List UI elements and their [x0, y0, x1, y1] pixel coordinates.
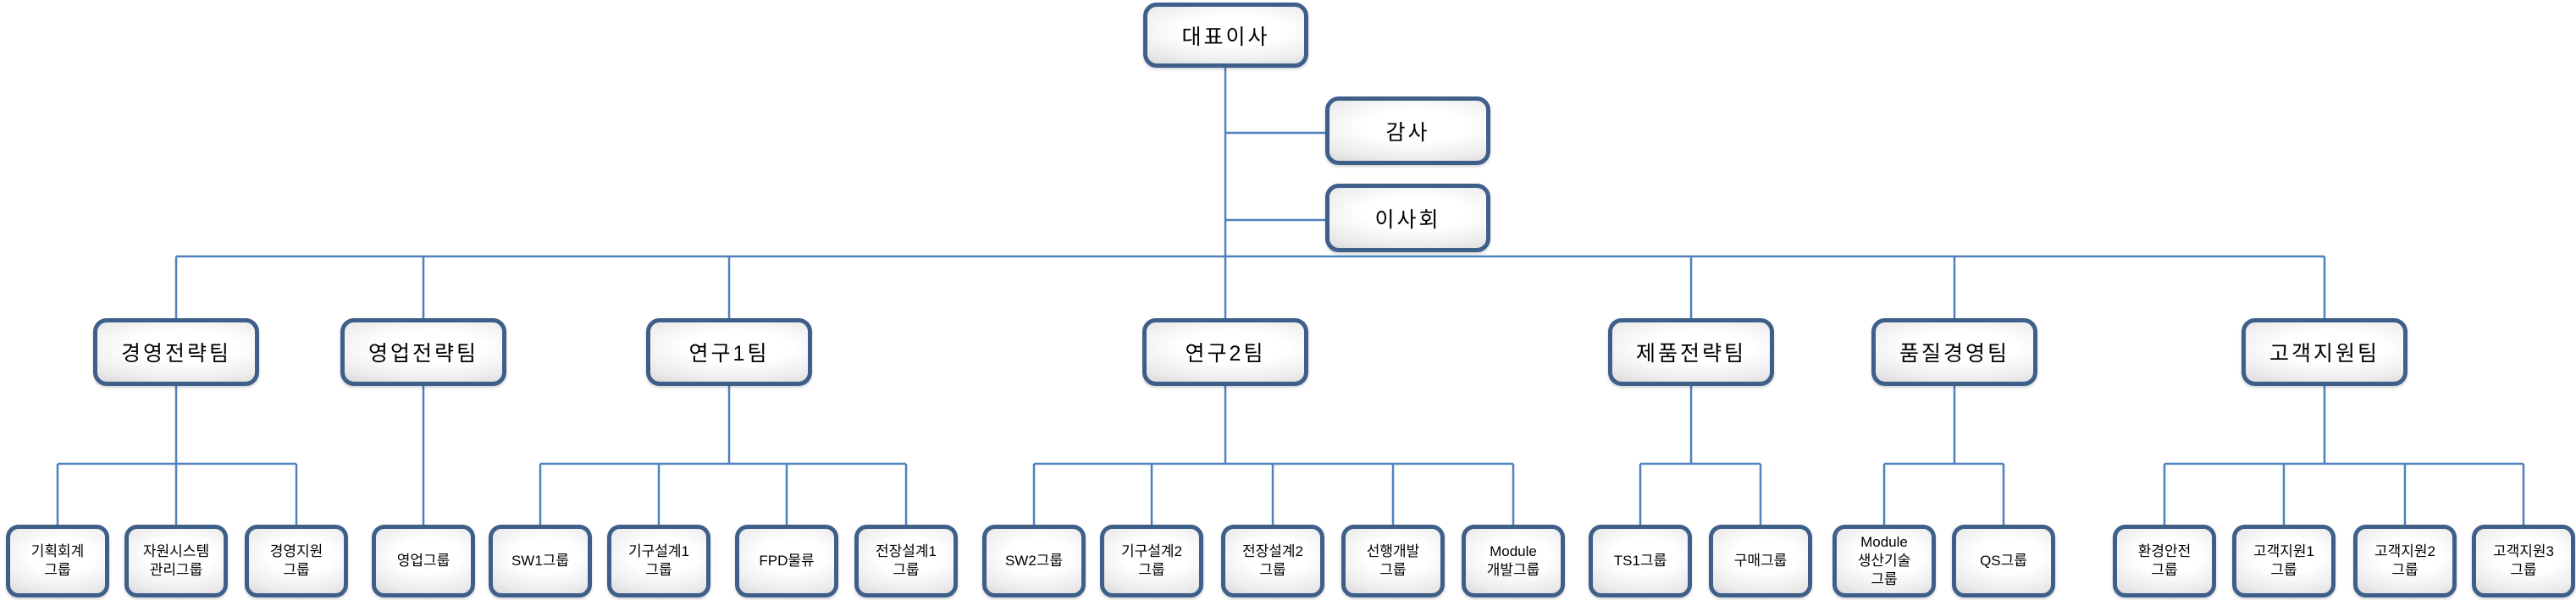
group-node-module-dev: Module 개발그룹 [1462, 525, 1565, 597]
group-label: SW2그룹 [1004, 552, 1064, 569]
group-node-customer-support-1: 고객지원1 그룹 [2232, 525, 2336, 597]
team-node-research-2: 연구2팀 [1142, 318, 1308, 386]
group-node-sw2: SW2그룹 [982, 525, 1086, 597]
group-label: FPD물류 [759, 552, 815, 569]
group-node-purchasing: 구매그룹 [1709, 525, 1812, 597]
group-node-advanced-dev: 선행개발 그룹 [1341, 525, 1445, 597]
group-node-environment-safety: 환경안전 그룹 [2113, 525, 2216, 597]
group-label: TS1그룹 [1613, 552, 1667, 569]
group-node-planning-accounting: 기획회계 그룹 [6, 525, 109, 597]
group-node-elec-design-2: 전장설계2 그룹 [1221, 525, 1324, 597]
group-label: 기구설계2 그룹 [1120, 542, 1182, 578]
group-node-mech-design-2: 기구설계2 그룹 [1100, 525, 1203, 597]
group-label: 기구설계1 그룹 [627, 542, 689, 578]
team-label: 제품전략팀 [1635, 342, 1746, 366]
team-node-management-strategy: 경영전략팀 [93, 318, 259, 386]
group-label: 고객지원1 그룹 [2253, 542, 2314, 578]
group-node-customer-support-2: 고객지원2 그룹 [2353, 525, 2457, 597]
group-label: QS그룹 [1980, 552, 2027, 569]
node-auditor-label: 감사 [1385, 120, 1430, 145]
group-label: Module 생산기술 그룹 [1857, 533, 1911, 588]
group-node-sw1: SW1그룹 [489, 525, 592, 597]
team-label: 영업전략팀 [368, 342, 478, 366]
group-node-qs: QS그룹 [1952, 525, 2055, 597]
node-board-label: 이사회 [1374, 207, 1441, 232]
group-node-management-support: 경영지원 그룹 [245, 525, 348, 597]
group-label: 자원시스템 관리그룹 [142, 542, 210, 578]
group-label: 기획회계 그룹 [30, 542, 85, 578]
group-node-fpd-logistics: FPD물류 [735, 525, 838, 597]
group-node-mech-design-1: 기구설계1 그룹 [607, 525, 710, 597]
group-label: 고객지원2 그룹 [2374, 542, 2435, 578]
group-label: Module 개발그룹 [1486, 542, 1540, 578]
team-node-quality-management: 품질경영팀 [1871, 318, 2037, 386]
team-label: 경영전략팀 [120, 342, 231, 366]
group-node-elec-design-1: 전장설계1 그룹 [854, 525, 958, 597]
group-label: SW1그룹 [511, 552, 570, 569]
group-node-ts1: TS1그룹 [1589, 525, 1692, 597]
group-label: 환경안전 그룹 [2137, 542, 2192, 578]
team-label: 고객지원팀 [2269, 342, 2380, 366]
team-label: 연구1팀 [688, 342, 770, 366]
group-label: 영업그룹 [396, 552, 451, 569]
team-node-customer-support: 고객지원팀 [2242, 318, 2407, 386]
team-node-sales-strategy: 영업전략팀 [340, 318, 506, 386]
team-label: 품질경영팀 [1899, 342, 2009, 366]
group-label: 전장설계1 그룹 [875, 542, 937, 578]
group-node-customer-support-3: 고객지원3 그룹 [2472, 525, 2575, 597]
node-ceo-label: 대표이사 [1181, 25, 1270, 49]
node-auditor: 감사 [1325, 96, 1490, 165]
group-label: 경영지원 그룹 [269, 542, 323, 578]
team-node-research-1: 연구1팀 [646, 318, 812, 386]
group-node-resource-system: 자원시스템 관리그룹 [124, 525, 228, 597]
node-board: 이사회 [1325, 184, 1490, 252]
group-label: 구매그룹 [1733, 552, 1788, 569]
group-label: 선행개발 그룹 [1366, 542, 1420, 578]
group-label: 고객지원3 그룹 [2492, 542, 2554, 578]
group-node-sales: 영업그룹 [372, 525, 475, 597]
group-node-module-production-tech: Module 생산기술 그룹 [1832, 525, 1936, 597]
node-ceo: 대표이사 [1143, 3, 1308, 68]
team-label: 연구2팀 [1185, 342, 1266, 366]
group-label: 전장설계2 그룹 [1241, 542, 1303, 578]
team-node-product-strategy: 제품전략팀 [1608, 318, 1774, 386]
